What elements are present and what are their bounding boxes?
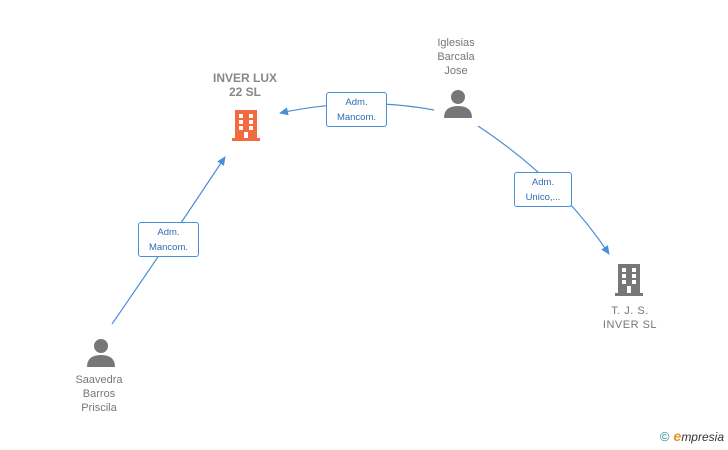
edge-label-iglesias-to-tjs[interactable]: Adm. Unico,...: [514, 172, 572, 207]
person-icon[interactable]: [443, 89, 473, 119]
node-label-iglesias[interactable]: Iglesias Barcala Jose: [437, 37, 475, 77]
node-label-saavedra[interactable]: Saavedra Barros Priscila: [75, 374, 123, 414]
building-icon[interactable]: [614, 262, 646, 298]
node-label-inver-lux[interactable]: INVER LUX 22 SL: [212, 71, 277, 99]
copyright-symbol: ©: [659, 428, 670, 444]
empresia-watermark: © empresia: [660, 428, 724, 444]
building-icon[interactable]: [231, 108, 263, 142]
brand-name: empresia: [673, 428, 724, 444]
person-icon[interactable]: [86, 338, 116, 368]
edge-label-iglesias-to-inver-lux[interactable]: Adm. Mancom.: [326, 92, 387, 127]
node-label-tjs-inver[interactable]: T. J. S. INVER SL: [602, 305, 658, 331]
edge-label-saavedra-to-inver-lux[interactable]: Adm. Mancom.: [138, 222, 199, 257]
